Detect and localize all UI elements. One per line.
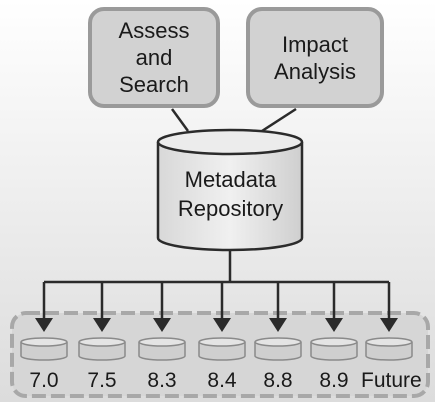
version-label: 8.3 xyxy=(147,369,177,392)
repository-label-line-2: Repository xyxy=(177,196,284,221)
version-arrow-head xyxy=(213,318,231,332)
connector-assess xyxy=(170,108,190,132)
version-arrow-head xyxy=(380,318,398,332)
version-disk-icon xyxy=(138,337,186,361)
version-disk-icon xyxy=(254,337,302,361)
version-arrow-head xyxy=(93,318,111,332)
repository-cylinder xyxy=(156,128,304,252)
version-label: 8.9 xyxy=(319,369,349,392)
impact-label-line-1: Impact xyxy=(281,31,348,57)
assess-label-line-1: Assess xyxy=(118,18,190,43)
version-disk-icon xyxy=(198,337,246,361)
impact-label-line-2: Analysis xyxy=(274,58,356,84)
assess-and-search-box: Assess and Search xyxy=(88,7,220,108)
version-disk-icon xyxy=(78,337,126,361)
version-label: 7.5 xyxy=(87,369,117,392)
version-arrow-head xyxy=(325,318,343,332)
version-label: 8.8 xyxy=(263,369,293,392)
assess-label-line-2: and xyxy=(135,45,173,70)
impact-analysis-box: Impact Analysis xyxy=(246,7,384,108)
version-label: 8.4 xyxy=(207,369,237,392)
version-label: 7.0 xyxy=(29,369,59,392)
repository-label-line-1: Metadata xyxy=(184,167,277,192)
version-arrow-head xyxy=(153,318,171,332)
version-arrow-head xyxy=(35,318,53,332)
version-disk-icon xyxy=(310,337,358,361)
metadata-repository-label: Metadata Repository xyxy=(158,165,303,223)
connector-impact xyxy=(261,107,297,133)
version-arrow-head xyxy=(269,318,287,332)
version-disk-icon xyxy=(20,337,68,361)
version-disk-icon xyxy=(365,337,413,361)
version-label: Future xyxy=(361,369,422,392)
assess-label-line-3: Search xyxy=(119,72,189,97)
